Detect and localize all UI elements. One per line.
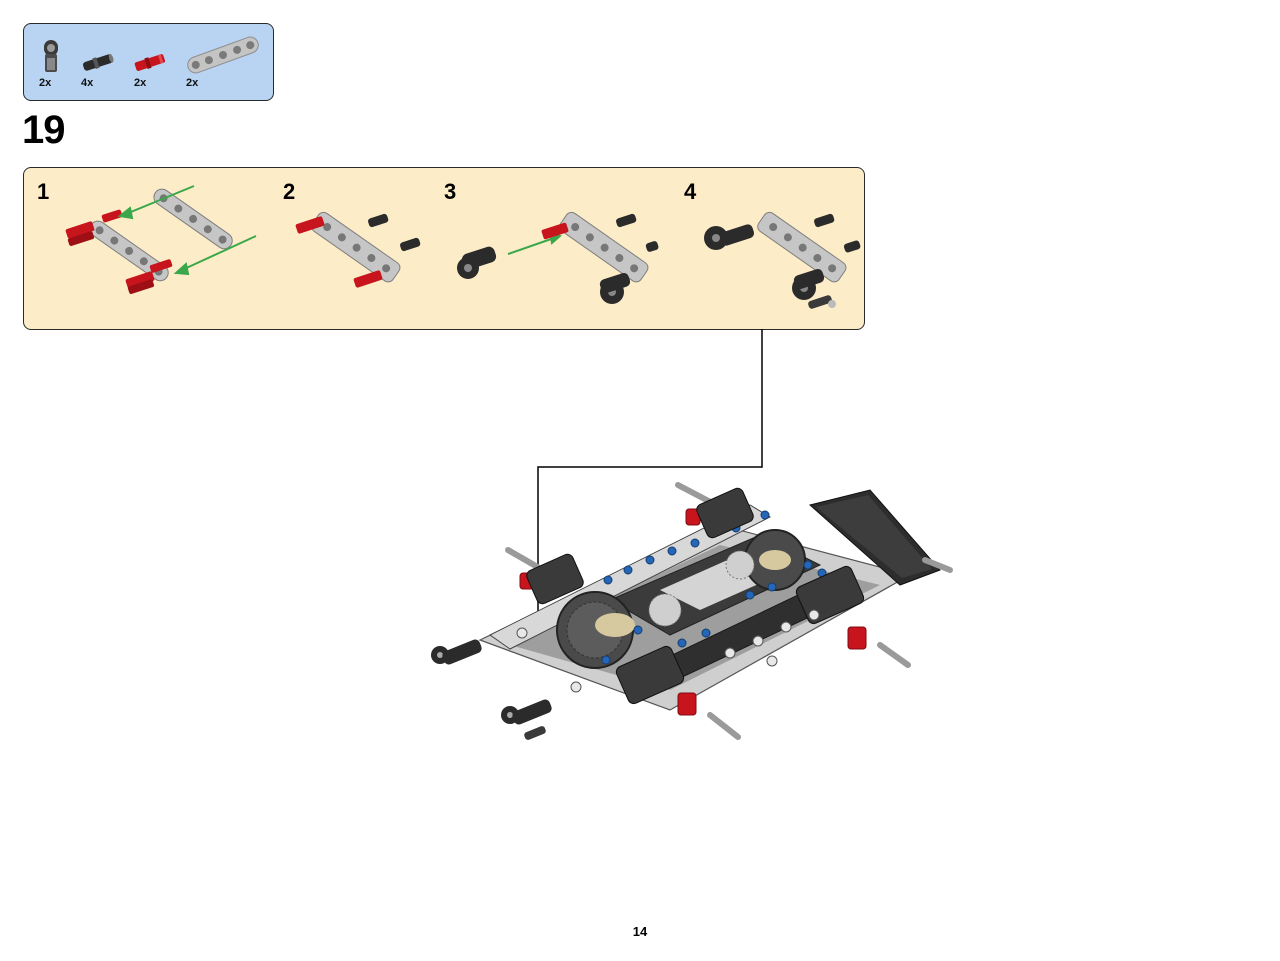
red-axle-pin-icon (132, 52, 168, 74)
substep-3-illustration (450, 202, 660, 317)
substep-2-illustration (294, 198, 424, 303)
substep-label: 2 (283, 179, 296, 204)
substep-label: 1 (37, 179, 50, 204)
substep-4-illustration (694, 202, 864, 327)
black-pin-icon (80, 52, 116, 74)
parts-list-box: 2x 4x 2x (23, 23, 274, 101)
part-qty: 2x (134, 77, 147, 89)
black-connector-icon (38, 38, 64, 76)
substep-label: 4 (684, 179, 697, 204)
substep-1-illustration (60, 178, 270, 303)
substep-label: 3 (444, 179, 457, 204)
part-qty: 4x (81, 77, 94, 89)
part-qty: 2x (39, 77, 52, 89)
substeps-box: 1 2 3 4 (23, 167, 865, 330)
page-number: 14 (632, 924, 648, 939)
gray-liftarm-icon (184, 36, 262, 74)
main-model-illustration (420, 465, 960, 760)
part-qty: 2x (186, 77, 199, 89)
step-number: 19 (22, 108, 65, 152)
